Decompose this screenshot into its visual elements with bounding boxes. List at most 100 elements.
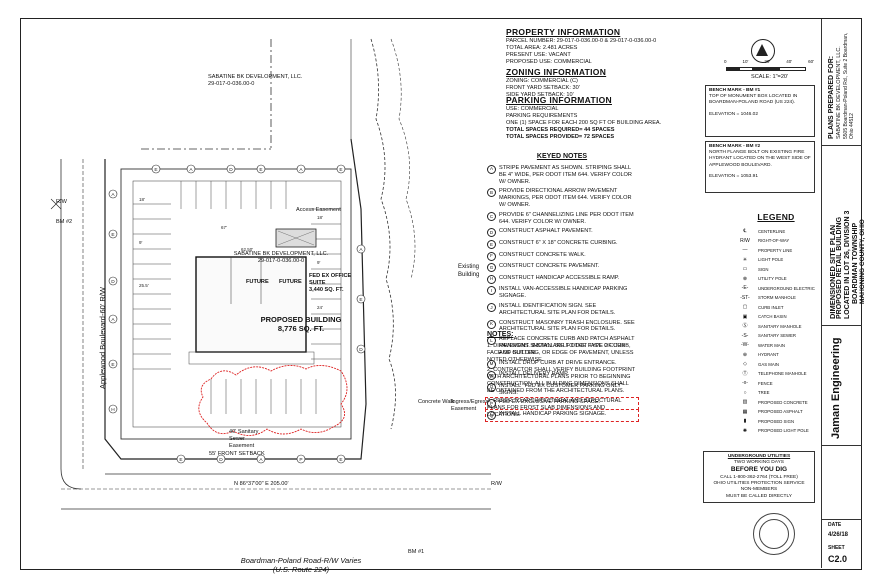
keyed-note-text: INSTALL DROP CURB AT DRIVE ENTRANCE. [499, 359, 617, 366]
keyed-note-number: B [487, 188, 496, 198]
keyed-note-number: Q [487, 410, 496, 420]
legend-label: LIGHT POLE [758, 257, 784, 263]
svg-text:E: E [111, 232, 114, 238]
legend-item: ▢ CURB INLET [736, 303, 816, 313]
zoning-info-title: ZONING INFORMATION [506, 67, 607, 77]
svg-text:18': 18' [139, 197, 145, 202]
legend-label: UTILITY POLE [758, 276, 787, 282]
legend-label: UNDERGROUND ELECTRIC [758, 285, 815, 291]
legend-item: -W-WATER MAIN [736, 341, 816, 351]
building-owner-label: SABATINE BK DEVELOPMENT, LLC. 29-017-0-0… [233, 251, 329, 264]
keyed-note-text: INSTALL "FED EX CUSTOMER PARKING ONLY" S… [499, 382, 623, 396]
legend-label: CATCH BASIN [758, 314, 787, 320]
keyed-note-text: FED EX EXCLUSIVE PARKING SPACE. [499, 399, 601, 406]
keyed-note-number: F [487, 251, 496, 261]
svg-text:9': 9' [317, 260, 321, 265]
svg-text:E: E [154, 167, 157, 173]
legend-label: SANITARY SEWER [758, 333, 796, 339]
svg-text:9': 9' [139, 240, 143, 245]
legend-item: ℄ CENTERLINE [736, 227, 816, 237]
legend-label: PROPOSED CONCRETE [758, 399, 808, 405]
svg-text:D: D [219, 457, 223, 463]
applewood-road-label: Applewood Boulevard-60' R/W [98, 287, 107, 389]
future-label-2: FUTURE [279, 279, 302, 285]
prepared-for-label: PLANS PREPARED FOR: [828, 55, 835, 139]
firm-name: Jaman Engineering [830, 337, 842, 439]
parking-info-block: PARKING INFORMATION USE: COMMERCIAL PARK… [506, 95, 666, 141]
keyed-note-text: STRIPE PAVEMENT AS SHOWN. STRIPING SHALL… [499, 164, 632, 185]
general-notes-block: NOTES: 1. DIMENSIONS SHOWN ARE TO THE FA… [487, 331, 636, 418]
bm2-label: BM #2 [56, 219, 73, 225]
property-info-block: PROPERTY INFORMATION PARCEL NUMBER: 29-0… [506, 27, 666, 66]
legend-item: ⊕HYDRANT [736, 350, 816, 360]
svg-text:D: D [111, 279, 115, 285]
project-line-2: LOCATED IN LOT 26, DIVISION 3 [844, 210, 851, 319]
legend-label: CURB INLET [758, 304, 784, 310]
keyed-note-text: CONSTRUCT ASPHALT PAVEMENT. [499, 228, 593, 235]
keyed-note-number: A [487, 164, 496, 174]
keyed-note-number: C [487, 211, 496, 221]
keyed-note-number: L [487, 336, 496, 346]
sheet-number: C2.0 [828, 554, 848, 564]
legend-item: ○TREE [736, 388, 816, 398]
svg-text:E: E [339, 457, 342, 463]
keyed-note-number: E [487, 240, 496, 249]
legend-label: PROPERTY LINE [758, 247, 793, 253]
legend-item: —PROPERTY LINE [736, 246, 816, 256]
fedex-suite-label: FED EX OFFICE SUITE 3,440 SQ. FT. [309, 273, 352, 293]
legend-label: CENTERLINE [758, 228, 786, 234]
svg-text:62.50': 62.50' [241, 247, 253, 252]
scale-label: SCALE: 1"=20' [751, 74, 789, 80]
legend-symbol-icon: ✺ [742, 427, 748, 434]
legend-symbol-icon: -S- [741, 332, 749, 339]
svg-text:A: A [111, 317, 115, 323]
legend-symbol-icon: ▮ [743, 418, 747, 425]
keyed-note-text: CONSTRUCT CONCRETE WALK. [499, 251, 586, 258]
keyed-note-text: CONSTRUCT MASONRY TRASH ENCLOSURE. SEE A… [499, 319, 635, 333]
legend-symbol-icon: ▢ [742, 304, 748, 311]
svg-text:E: E [179, 457, 182, 463]
owner-nw-label: SABATINE BK DEVELOPMENT, LLC. 29-017-0-0… [208, 74, 303, 87]
legend-item: -S- SANITARY SEWER [736, 331, 816, 341]
legend-item: -E-UNDERGROUND ELECTRIC [736, 284, 816, 294]
keyed-note-text: CONSTRUCT 6" X 18" CONCRETE CURBING. [499, 240, 618, 246]
legend-item: ▮PROPOSED SIGN [736, 417, 816, 427]
svg-text:A: A [111, 192, 115, 198]
svg-text:A: A [359, 247, 363, 253]
legend-symbol-icon: -ST- [740, 294, 750, 301]
legend-symbol-icon: ✳ [742, 256, 748, 263]
svg-text:D: D [229, 167, 233, 173]
property-line-bearing: N 86°37'00" E 205.00' [234, 481, 289, 487]
legend-symbol-icon: ℄ [743, 228, 747, 235]
legend-title: LEGEND [757, 212, 795, 222]
keyed-note-number: M [487, 359, 496, 369]
scale-bar [726, 67, 806, 71]
keyed-note-number: D [487, 228, 496, 238]
keyed-note-text: CONSTRUCT CONCRETE PAVEMENT. [499, 263, 600, 270]
ingress-easement-label: Ingress/Egress Easement [451, 399, 489, 412]
parking-info-title: PARKING INFORMATION [506, 95, 612, 105]
date-value: 4/26/18 [828, 532, 849, 538]
svg-text:18': 18' [317, 215, 323, 220]
legend-item: ▣CATCH BASIN [736, 312, 816, 322]
legend-label: TELEPHONE MANHOLE [758, 371, 807, 377]
legend-symbol-icon: -x- [742, 380, 748, 387]
svg-text:E: E [339, 167, 342, 173]
legend-symbol-icon: ▭ [742, 266, 748, 273]
legend-label: RIGHT-OF-WAY [758, 238, 790, 244]
sheet-label: SHEET [828, 545, 845, 551]
concrete-walk-label: Concrete Walk [418, 399, 455, 405]
rw-label-south: R/W [491, 481, 502, 487]
